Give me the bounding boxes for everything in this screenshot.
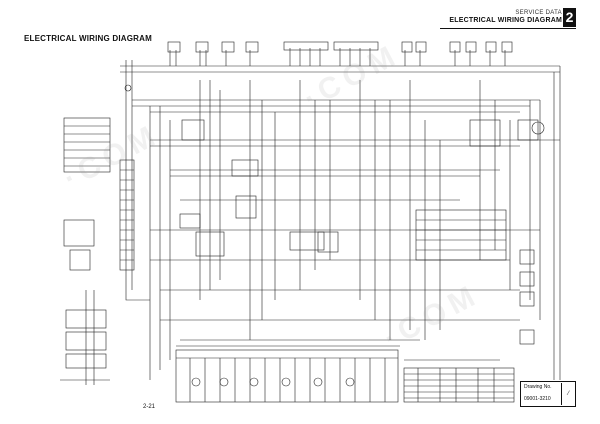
drawing-sheet-mark: ⁄ — [561, 383, 575, 405]
section-title: ELECTRICAL WIRING DIAGRAM — [449, 17, 562, 24]
page-number: 2-21 — [143, 404, 156, 410]
chapter-number: 2 — [563, 8, 576, 27]
drawing-number-code: 09001-3210 — [524, 396, 551, 402]
page-title: ELECTRICAL WIRING DIAGRAM — [24, 34, 152, 43]
drawing-title-block: Drawing No. 09001-3210 ⁄ — [520, 381, 576, 407]
section-label: SERVICE DATA — [515, 10, 562, 16]
drawing-number-label: Drawing No. — [524, 384, 552, 390]
header-rule — [440, 28, 576, 29]
